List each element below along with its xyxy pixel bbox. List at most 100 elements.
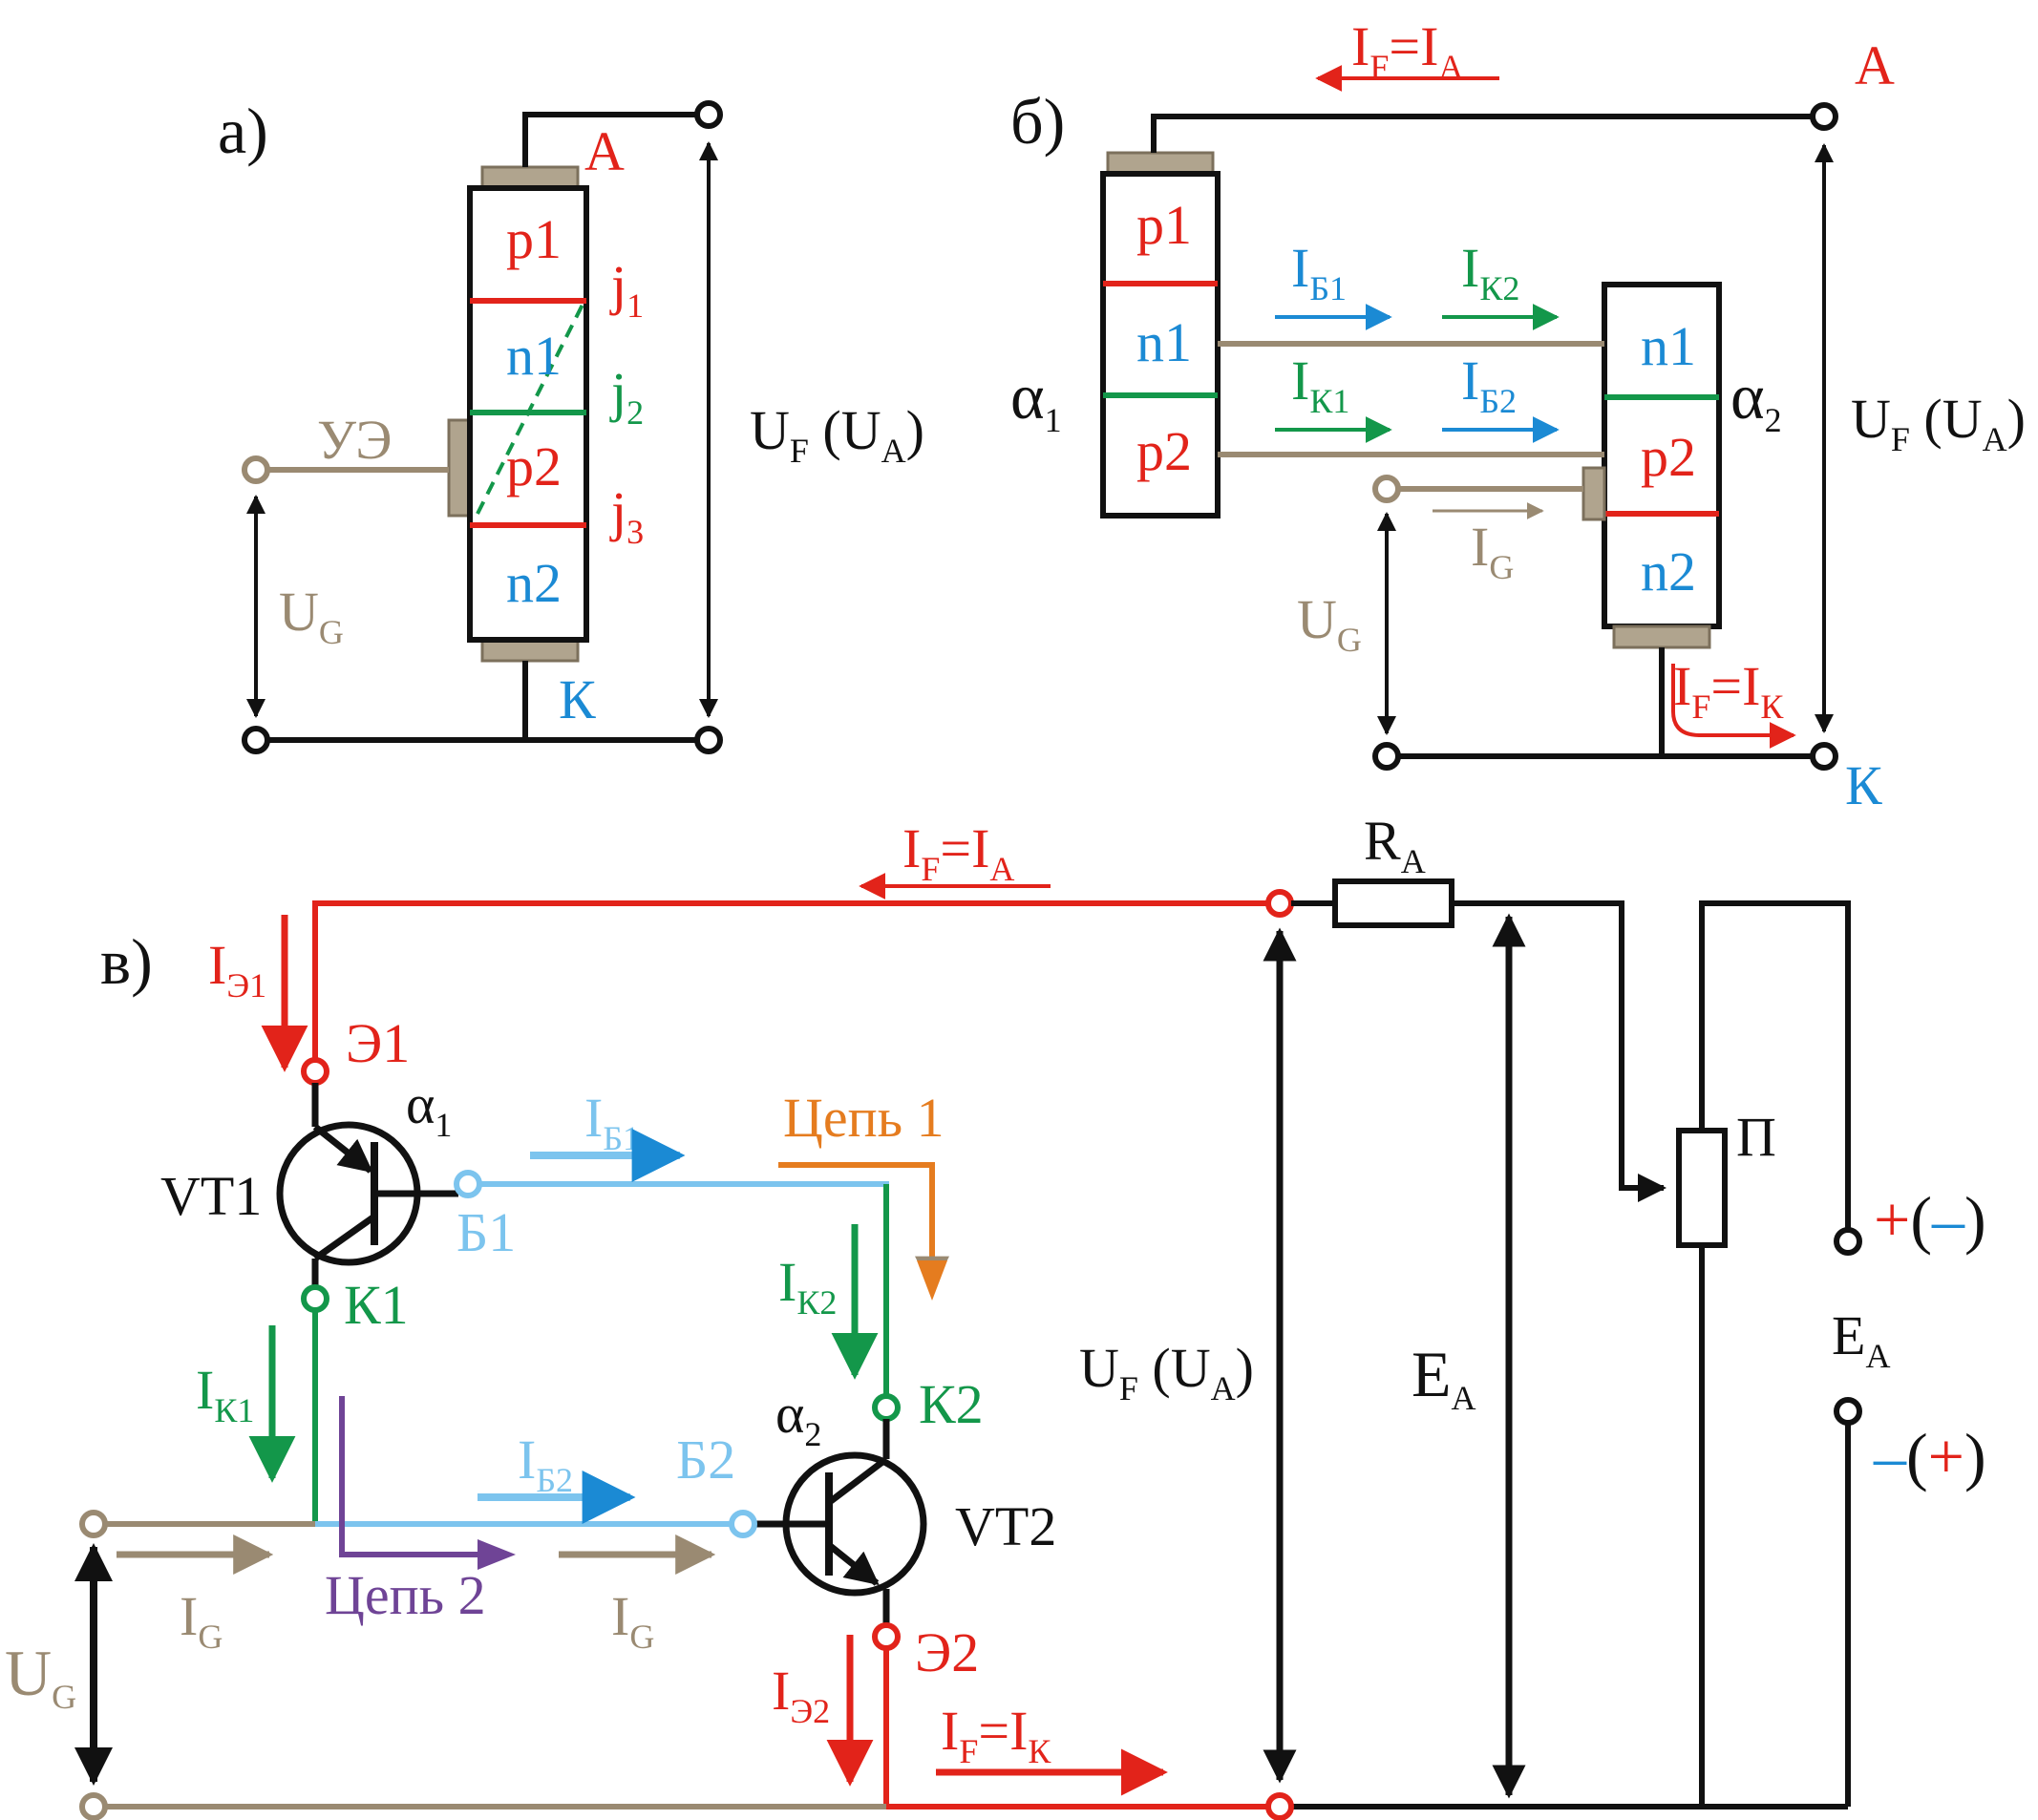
left-layer-n1: n1: [1136, 311, 1192, 373]
chain2-label: Цепь 2: [325, 1564, 486, 1626]
ea-right-label: EA: [1832, 1304, 1890, 1375]
panel-a-label: а): [218, 95, 268, 167]
chain2-arrow: [339, 1396, 497, 1557]
dashed-diagonal: [476, 300, 586, 515]
chain1-label: Цепь 1: [783, 1087, 945, 1149]
c-ib1-label: IБ1: [584, 1087, 640, 1157]
ig1-label: IG: [180, 1585, 223, 1656]
anode-label: A: [584, 120, 625, 182]
chain1-arrow: [778, 1162, 949, 1291]
ig2-label: IG: [611, 1585, 654, 1656]
ie1-label: IЭ1: [208, 934, 266, 1005]
b-cathode-label: К: [1845, 754, 1882, 816]
vt1-transistor: [276, 1083, 458, 1287]
c-ib2-label: IБ2: [518, 1428, 573, 1499]
k1-terminal: [301, 1284, 329, 1313]
gate-ground-terminal: [242, 726, 270, 754]
c-alpha1-label: α1: [406, 1073, 452, 1144]
c-alpha2-label: α2: [775, 1383, 821, 1453]
uf-label: UF (UA): [750, 399, 924, 470]
minus-plus-bottom: –(+): [1873, 1420, 1986, 1492]
junction-j1-label: j1: [609, 254, 644, 325]
c-cathode-terminal: [1265, 1792, 1294, 1820]
c-ik1-label: IК1: [196, 1359, 254, 1429]
b-cathode-terminal: [1810, 742, 1838, 771]
c-if-top-label: IF=IA: [902, 817, 1014, 888]
c-anode-wire: [312, 900, 1280, 1071]
right-layer-n1: n1: [1641, 315, 1696, 377]
vt2-transistor: [754, 1419, 927, 1625]
anode-wire: [522, 112, 709, 167]
b-anode-wire: [1151, 114, 1824, 153]
panel-c: в) IF=IA RA П +(–) –(+) EA UF (UA) EA IЭ…: [5, 810, 1986, 1820]
panel-a: а) p1 n1 p2 n2 j1 j2 j3 A К УЭ: [218, 95, 924, 754]
anode-terminal: [694, 100, 723, 129]
b1-label: Б1: [456, 1201, 516, 1263]
k1-label: К1: [344, 1274, 409, 1336]
if-bottom-label: IF=IК: [1673, 655, 1784, 726]
k2-label: К2: [919, 1373, 984, 1435]
ra-resistor: [1332, 878, 1454, 928]
left-layer-p2: p2: [1136, 420, 1192, 482]
vt2-label: VT2: [955, 1495, 1056, 1557]
c-gate-ground-terminal: [79, 1792, 108, 1820]
pot-wiper-wire: [1452, 900, 1666, 1202]
alpha2-label: α2: [1730, 360, 1782, 439]
b-uf-label: UF (UA): [1851, 388, 2026, 458]
layer-p2: p2: [506, 435, 562, 497]
anode-contact: [480, 165, 580, 190]
if-bottom-arrow: [1671, 664, 1796, 749]
ea-mid-label: EA: [1412, 1338, 1476, 1417]
ik2-label: IК2: [1461, 237, 1519, 307]
left-block-contact: [1106, 151, 1215, 176]
b2-label: Б2: [676, 1428, 735, 1491]
e2-label: Э2: [915, 1621, 979, 1683]
junction-j3-label: j3: [609, 480, 644, 551]
alpha1-label: α1: [1010, 360, 1062, 439]
ra-label: RA: [1364, 810, 1426, 880]
ea-plus-terminal: [1834, 1227, 1862, 1256]
c-uf-label: UF (UA): [1079, 1337, 1254, 1407]
cathode-terminal: [694, 726, 723, 754]
ug-label: UG: [279, 581, 344, 651]
pot-label: П: [1736, 1106, 1776, 1168]
c-anode-terminal: [1265, 889, 1294, 918]
c-gate-terminal: [79, 1510, 108, 1538]
b-anode-label: A: [1855, 34, 1895, 96]
panel-b-label: б): [1010, 85, 1065, 158]
pot-top-wire: [1699, 900, 1851, 1239]
ea-minus-terminal: [1834, 1397, 1862, 1426]
left-layer-p1: p1: [1136, 194, 1192, 256]
chain1-arrowhead: [917, 1260, 947, 1301]
panel-b: б) IF=IA p1 n1 p2 n1 p2 n2 α1 α2 IБ1 IК2…: [1010, 15, 2026, 816]
ib1-label: IБ1: [1291, 237, 1347, 307]
e1-terminal: [301, 1057, 329, 1086]
right-layer-n2: n2: [1641, 540, 1696, 603]
layer-n2: n2: [506, 552, 562, 614]
cathode-label: К: [559, 668, 596, 730]
b-ug-label: UG: [1297, 588, 1362, 659]
junction-j2-label: j2: [609, 361, 644, 432]
b2-terminal: [729, 1510, 757, 1538]
panel-c-label: в): [100, 925, 153, 998]
b-gate-ground-terminal: [1372, 742, 1401, 771]
ik1-label: IК1: [1291, 349, 1349, 420]
right-block-contact: [1612, 624, 1711, 649]
cathode-contact: [480, 638, 580, 663]
b-gate-terminal: [1372, 475, 1401, 503]
b-anode-terminal: [1810, 102, 1838, 131]
right-gate-contact: [1582, 466, 1606, 521]
chain2-arrowhead: [478, 1539, 516, 1570]
e1-label: Э1: [346, 1012, 410, 1074]
potentiometer: [1676, 1128, 1728, 1248]
gate-terminal: [242, 455, 270, 484]
k2-terminal: [872, 1393, 901, 1422]
c-if-bottom-label: IF=IК: [941, 1700, 1051, 1770]
b-ig-label: IG: [1471, 516, 1514, 586]
right-layer-p2: p2: [1641, 426, 1696, 488]
c-ug-label: UG: [5, 1637, 76, 1716]
vt1-label: VT1: [160, 1165, 262, 1227]
if-top-label: IF=IA: [1351, 15, 1463, 86]
gate-label: УЭ: [317, 409, 393, 471]
